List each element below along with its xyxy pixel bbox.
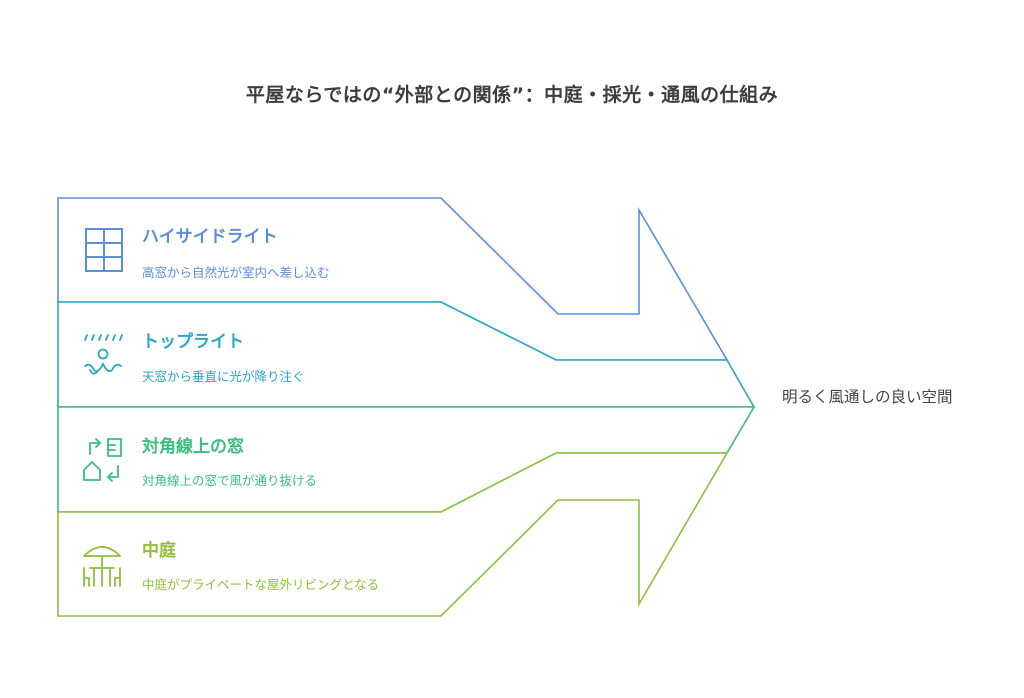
skylight-person-icon <box>84 334 123 375</box>
item-desc-diagonal-window: 対角線上の窓で風が通り抜ける <box>142 473 318 488</box>
item-desc-high-side-light: 高窓から自然光が室内へ差し込む <box>142 265 330 280</box>
window-grid-icon <box>85 228 123 272</box>
item-desc-top-light: 天窓から垂直に光が降り注ぐ <box>142 369 305 384</box>
band-courtyard <box>57 452 729 617</box>
courtyard-table-icon <box>83 546 121 587</box>
cross-ventilation-icon <box>83 438 122 482</box>
result-text: 明るく風通しの良い空間 <box>782 388 953 406</box>
item-label-diagonal-window: 対角線上の窓 <box>142 437 244 457</box>
item-label-courtyard: 中庭 <box>142 541 176 561</box>
item-label-top-light: トップライト <box>142 332 244 352</box>
item-label-high-side-light: ハイサイドライト <box>142 227 278 247</box>
page-title: 平屋ならではの“外部との関係”：中庭・採光・通風の仕組み <box>245 84 779 106</box>
item-desc-courtyard: 中庭がプライベートな屋外リビングとなる <box>142 577 380 592</box>
